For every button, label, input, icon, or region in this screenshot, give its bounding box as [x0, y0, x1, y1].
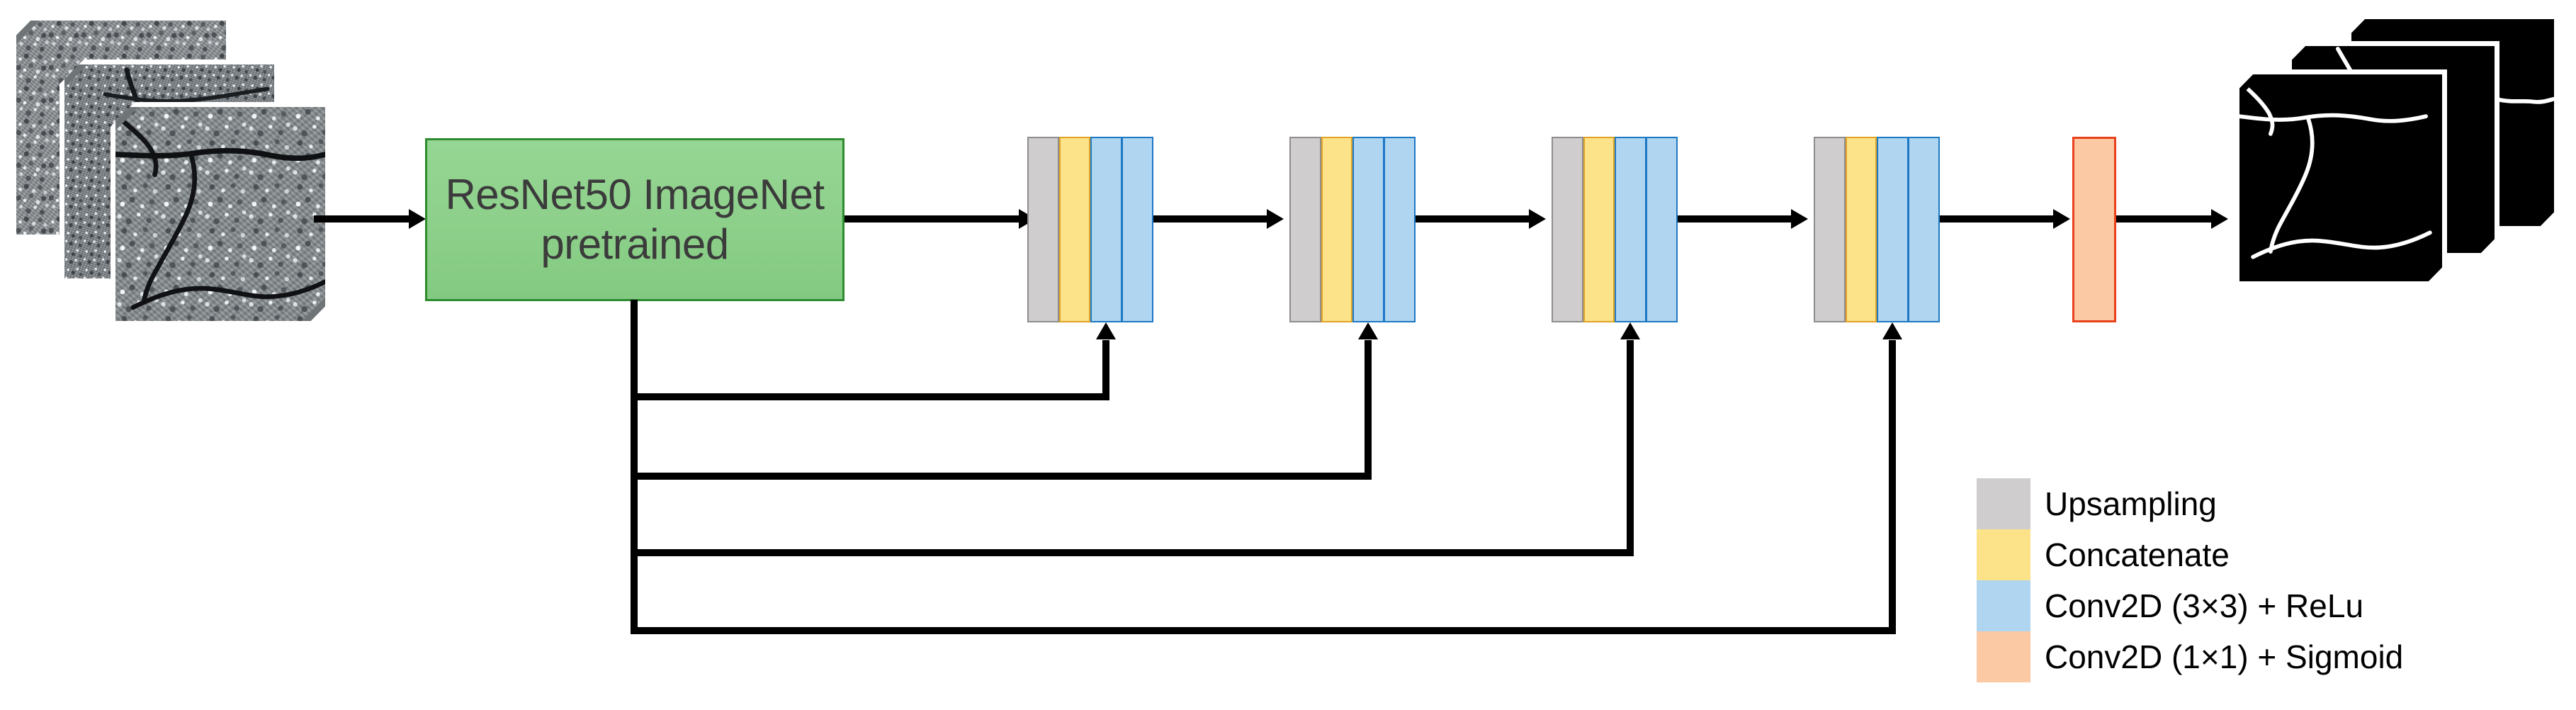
legend-swatch-upsampling [1977, 478, 2030, 529]
legend-swatch-conv-sigmoid [1977, 631, 2030, 682]
sigmoid-conv-block[interactable] [2072, 137, 2116, 322]
crack-mask-lines-front [2239, 81, 2432, 259]
decoder-block-4[interactable] [1814, 137, 1940, 322]
decoder-block-2[interactable] [1289, 137, 1416, 322]
output-mask-plate-front [2235, 69, 2447, 286]
legend-label-conv-sigmoid: Conv2D (1×1) + Sigmoid [2045, 638, 2404, 675]
legend-item-conv-sigmoid: Conv2D (1×1) + Sigmoid [1977, 631, 2403, 682]
decoder-2-upsampling-layer[interactable] [1289, 137, 1321, 322]
legend-item-concatenate: Concatenate [1977, 529, 2230, 580]
decoder-4-concatenate-layer[interactable] [1846, 137, 1877, 322]
decoder-2-concatenate-layer[interactable] [1321, 137, 1352, 322]
decoder-2-conv-layer-b[interactable] [1384, 137, 1416, 322]
legend-swatch-concatenate [1977, 529, 2030, 580]
legend-label-upsampling: Upsampling [2045, 485, 2217, 522]
legend-label-conv-relu: Conv2D (3×3) + ReLu [2045, 587, 2364, 624]
decoder-1-conv-layer-b[interactable] [1122, 137, 1153, 322]
decoder-1-conv-layer-a[interactable] [1090, 137, 1122, 322]
legend: Upsampling Concatenate Conv2D (3×3) + Re… [1977, 478, 2543, 691]
legend-item-conv-relu: Conv2D (3×3) + ReLu [1977, 580, 2363, 631]
legend-swatch-conv-relu [1977, 580, 2030, 631]
decoder-4-conv-layer-b[interactable] [1908, 137, 1940, 322]
resnet50-encoder-box[interactable]: ResNet50 ImageNet pretrained [425, 138, 844, 301]
crack-lines-front [115, 116, 325, 310]
decoder-1-concatenate-layer[interactable] [1059, 137, 1090, 322]
decoder-3-concatenate-layer[interactable] [1583, 137, 1615, 322]
decoder-2-conv-layer-a[interactable] [1352, 137, 1384, 322]
decoder-block-1[interactable] [1027, 137, 1153, 322]
resnet50-encoder-label-line1: ResNet50 ImageNet [445, 171, 825, 219]
decoder-4-conv-layer-a[interactable] [1877, 137, 1909, 322]
input-image-plate-front [111, 102, 330, 326]
skip-trunk-vertical [631, 300, 638, 634]
mask-canvas-front [2239, 74, 2442, 281]
asphalt-texture-front [115, 107, 325, 321]
legend-label-concatenate: Concatenate [2045, 536, 2230, 573]
input-image-stack [6, 9, 332, 342]
crack-mask-line-back [2494, 96, 2554, 104]
decoder-4-upsampling-layer[interactable] [1814, 137, 1846, 322]
decoder-3-conv-layer-b[interactable] [1646, 137, 1678, 322]
decoder-3-upsampling-layer[interactable] [1552, 137, 1583, 322]
decoder-3-conv-layer-a[interactable] [1615, 137, 1646, 322]
resnet50-encoder-label-line2: pretrained [541, 220, 729, 268]
output-mask-stack [2232, 6, 2572, 339]
decoder-1-upsampling-layer[interactable] [1027, 137, 1059, 322]
resnet50-encoder-label: ResNet50 ImageNet pretrained [445, 170, 825, 269]
legend-item-upsampling: Upsampling [1977, 478, 2217, 529]
decoder-block-3[interactable] [1552, 137, 1678, 322]
